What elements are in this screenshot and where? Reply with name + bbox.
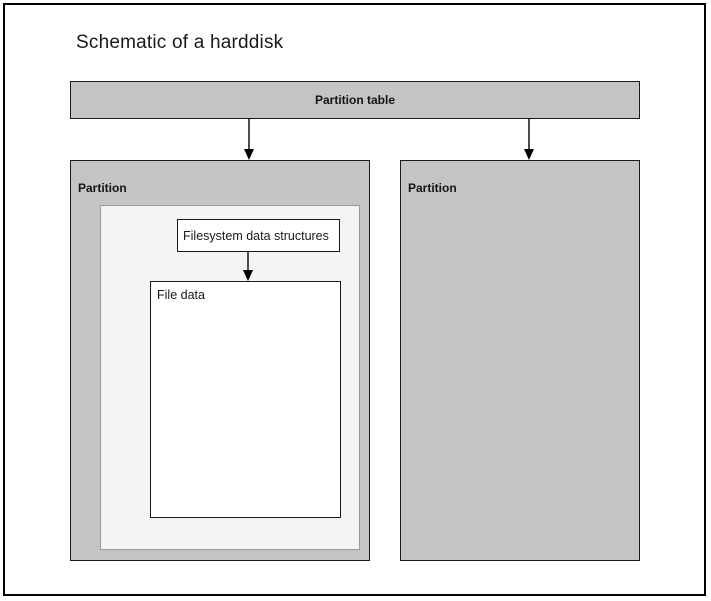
file-data-label: File data: [157, 288, 205, 302]
partition-box-2[interactable]: Partition: [400, 160, 640, 561]
partition-table-label: Partition table: [314, 93, 395, 107]
page-title: Schematic of a harddisk: [76, 32, 284, 53]
partition-label-1: Partition: [78, 181, 127, 195]
file-data-box[interactable]: File data: [150, 281, 341, 518]
partition-label-2: Partition: [408, 181, 457, 195]
filesystem-data-structures-label: Filesystem data structures: [183, 228, 329, 243]
partition-table-box[interactable]: Partition table: [70, 81, 640, 119]
filesystem-data-structures-box[interactable]: Filesystem data structures: [177, 219, 340, 252]
